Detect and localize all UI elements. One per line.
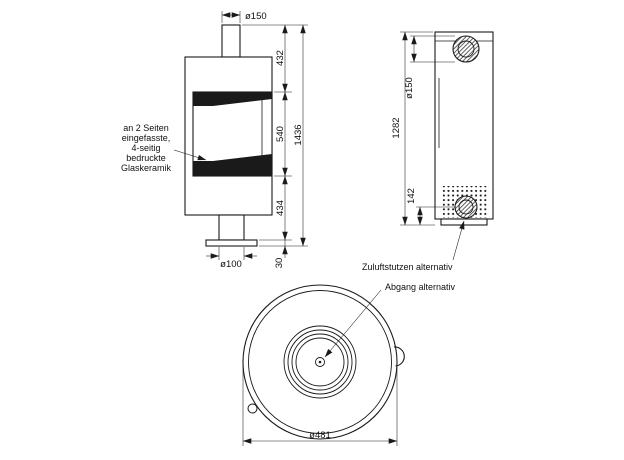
window-top-band xyxy=(193,92,272,106)
glass-note: an 2 Seiten eingefasste, 4-seitig bedruc… xyxy=(121,123,207,173)
glass-note-line: an 2 Seiten xyxy=(123,123,169,133)
dim-1436-label: 1436 xyxy=(293,124,304,145)
dim-432-label: 432 xyxy=(275,50,286,66)
callouts: Zuluftstutzen alternativ Abgang alternat… xyxy=(324,220,465,358)
top-extension-lines xyxy=(242,366,398,446)
air-control-knob xyxy=(247,403,258,414)
center-outlet xyxy=(315,357,325,367)
flue-collar-ring xyxy=(291,333,349,391)
glass-note-line: Glaskeramik xyxy=(121,163,172,173)
dim-1282-label: 1282 xyxy=(391,117,402,138)
air-inlet-callout: Zuluftstutzen alternativ xyxy=(362,262,453,272)
base-plate xyxy=(205,239,258,247)
dim-30-label: 30 xyxy=(274,258,285,269)
front-flue-diameter-label: ø150 xyxy=(245,11,267,22)
air-inlet-inner xyxy=(458,199,474,215)
rear-flue-outlet xyxy=(452,35,480,63)
door-handle xyxy=(393,346,405,367)
flue-collar-ring xyxy=(283,325,357,399)
side-view: ø150 1282 142 xyxy=(391,31,494,226)
flue-outlet-leader xyxy=(324,289,382,358)
air-inlet-hatch xyxy=(455,196,477,218)
side-dimension-lines xyxy=(402,31,423,226)
flue-pipe xyxy=(221,24,241,58)
flue-collar-ring xyxy=(287,329,353,395)
inner-wall-ring xyxy=(248,290,392,434)
side-extension-lines xyxy=(400,31,455,226)
top-view: ø481 xyxy=(242,284,405,446)
glass-note-leader xyxy=(173,149,207,161)
pedestal-diameter-label: ø100 xyxy=(220,259,242,270)
front-view: ø150 432 540 434 30 1436 ø100 an 2 Seite… xyxy=(121,11,308,270)
flue-outlet-hatch xyxy=(453,36,479,62)
dim-142-label: 142 xyxy=(406,188,417,204)
dim-540-label: 540 xyxy=(275,126,286,142)
dim-434-label: 434 xyxy=(275,200,286,216)
flue-outlet-inner xyxy=(457,40,475,58)
flue-outlet-callout: Abgang alternativ xyxy=(385,282,456,292)
front-dimension-lines xyxy=(206,12,306,259)
glass-note-line: 4-seitig xyxy=(131,143,160,153)
dim-481-label: ø481 xyxy=(309,430,331,441)
window-bottom-band xyxy=(193,154,272,176)
air-inlet-stub xyxy=(454,195,478,219)
side-flue-diameter-label: ø150 xyxy=(404,77,415,99)
flue-collar-ring xyxy=(295,337,345,387)
pedestal xyxy=(218,214,245,241)
air-inlet-leader xyxy=(452,220,465,261)
center-point xyxy=(318,360,322,364)
glass-note-line: bedruckte xyxy=(126,153,166,163)
glass-note-line: eingefasste, xyxy=(122,133,171,143)
